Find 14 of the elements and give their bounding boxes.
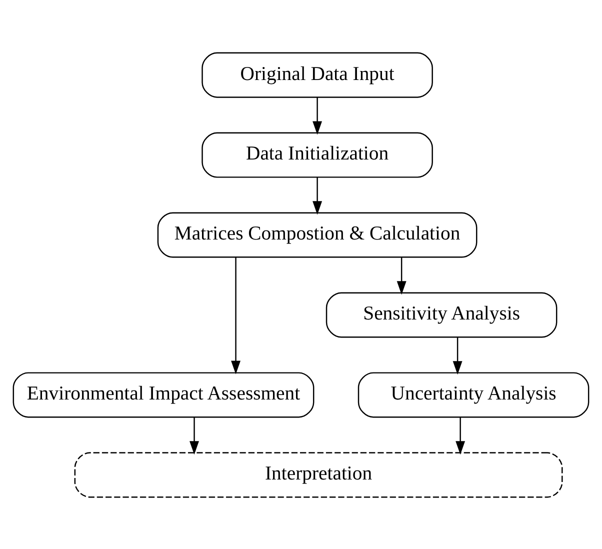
arrow <box>231 256 241 374</box>
node-box: Original Data Input <box>202 52 433 98</box>
node-box: Uncertainty Analysis <box>358 372 590 418</box>
arrow <box>456 416 466 454</box>
node-box: Interpretation <box>74 452 563 498</box>
node-box: Matrices Compostion & Calculation <box>157 212 478 258</box>
arrow <box>312 176 322 214</box>
node-box: Environmental Impact Assessment <box>12 372 314 418</box>
arrow <box>312 96 322 134</box>
node-box: Sensitivity Analysis <box>326 292 558 338</box>
arrow <box>190 416 200 454</box>
arrow <box>452 336 462 374</box>
arrow <box>396 256 406 294</box>
node-box: Data Initialization <box>202 132 433 178</box>
